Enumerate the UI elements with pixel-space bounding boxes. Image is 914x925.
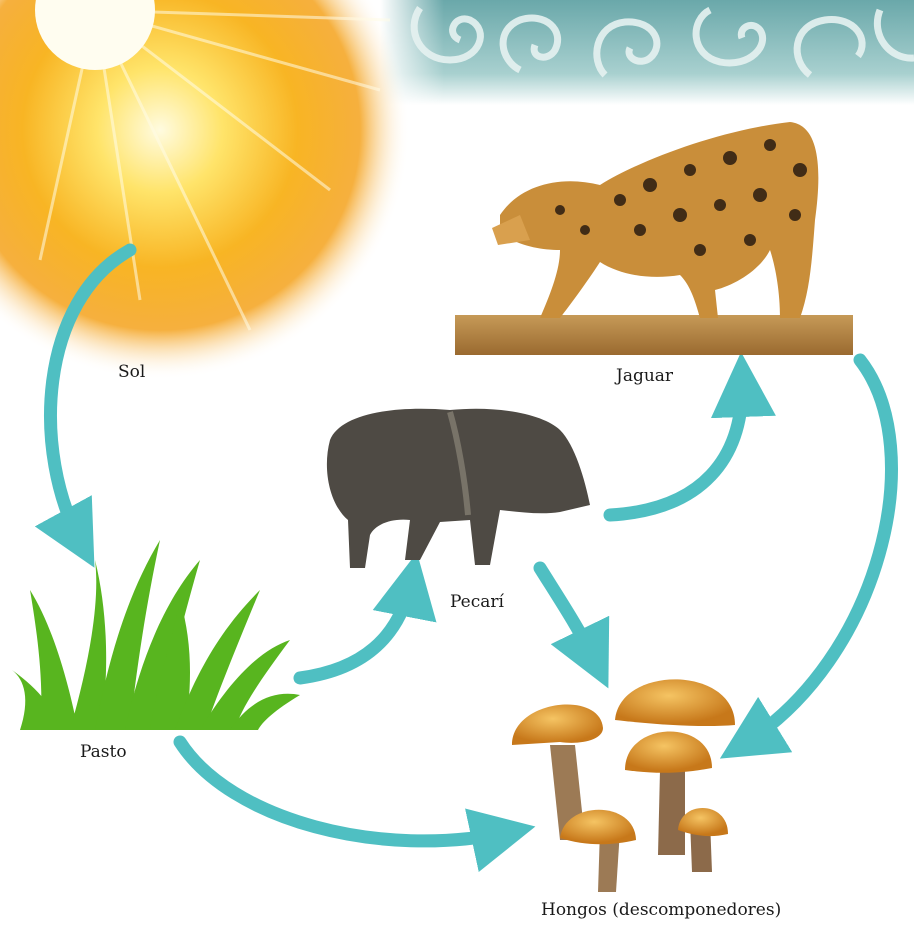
- pecari-icon: [327, 409, 590, 568]
- arrow-pasto-pecari: [300, 578, 412, 678]
- label-sol: Sol: [118, 362, 145, 382]
- jaguar-icon: [455, 122, 853, 355]
- mushrooms-icon: [512, 679, 735, 892]
- arrow-jaguar-hongos: [742, 360, 891, 745]
- label-pecari: Pecarí: [450, 592, 504, 612]
- label-pasto: Pasto: [80, 742, 127, 762]
- arrow-pasto-hongos: [180, 742, 510, 841]
- arrow-pecari-jaguar: [610, 378, 742, 515]
- arrow-pecari-hongos: [540, 568, 597, 665]
- grass-icon: [12, 540, 300, 730]
- label-hongos: Hongos (descomponedores): [541, 900, 781, 920]
- banner-pattern: [380, 0, 914, 105]
- label-jaguar: Jaguar: [616, 366, 673, 386]
